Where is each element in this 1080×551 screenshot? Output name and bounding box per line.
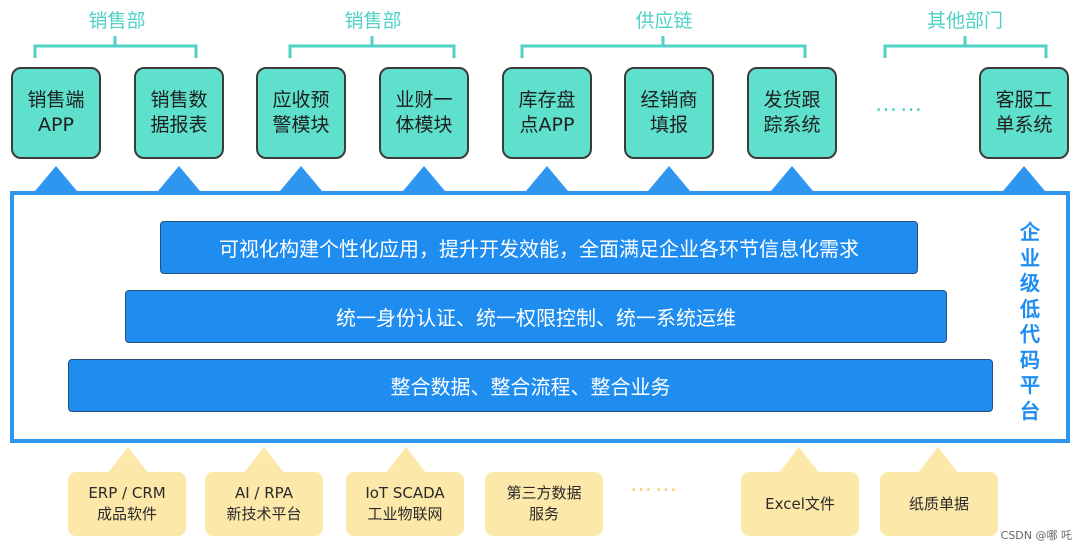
app-shipment-tracking: 发货跟 踪系统 [747, 67, 837, 159]
arrow-up [1003, 166, 1045, 191]
app-inventory-app: 库存盘 点APP [502, 67, 592, 159]
sources-ellipsis: …… [630, 472, 680, 497]
arrow-up [280, 166, 322, 191]
source-pointer [385, 447, 427, 474]
app-sales-app: 销售端 APP [11, 67, 101, 159]
source-pointers [107, 447, 959, 474]
department-brackets [33, 36, 1048, 58]
arrow-up [648, 166, 690, 191]
department-label-sales-2: 销售部 [344, 10, 402, 32]
source-ai-rpa: AI / RPA 新技术平台 [205, 472, 323, 536]
source-pointer [917, 447, 959, 474]
source-pointer [778, 447, 820, 474]
bracket-sales-1 [33, 36, 198, 58]
app-receivable-alert: 应收预 警模块 [256, 67, 346, 159]
department-label-other: 其他部门 [926, 10, 1003, 32]
platform-title: 企业级低代码平台 [1020, 220, 1040, 423]
platform-layer-visual-build: 可视化构建个性化应用，提升开发效能，全面满足企业各环节信息化需求 [160, 221, 918, 274]
source-paper-documents: 纸质单据 [880, 472, 998, 536]
arrow-up [771, 166, 813, 191]
source-excel: Excel文件 [741, 472, 859, 536]
watermark: CSDN @哪 吒 [1000, 529, 1072, 542]
source-pointer [243, 447, 285, 474]
up-arrows [35, 166, 1045, 191]
bracket-other [883, 36, 1048, 58]
source-erp-crm: ERP / CRM 成品软件 [68, 472, 186, 536]
bracket-supply [520, 36, 807, 58]
app-dealer-report: 经销商 填报 [624, 67, 714, 159]
source-iot-scada: IoT SCADA 工业物联网 [346, 472, 464, 536]
app-finance-integration: 业财一 体模块 [379, 67, 469, 159]
department-label-supply-chain: 供应链 [635, 10, 693, 32]
arrow-up [158, 166, 200, 191]
apps-ellipsis: …… [875, 92, 925, 117]
bracket-sales-2 [288, 36, 456, 58]
arrow-up [526, 166, 568, 191]
arrow-up [403, 166, 445, 191]
platform-layer-unified-identity: 统一身份认证、统一权限控制、统一系统运维 [125, 290, 947, 343]
app-service-ticket: 客服工 单系统 [979, 67, 1069, 159]
app-sales-report: 销售数 据报表 [134, 67, 224, 159]
department-label-sales-1: 销售部 [88, 10, 146, 32]
source-pointer [107, 447, 149, 474]
platform-layer-integration: 整合数据、整合流程、整合业务 [68, 359, 993, 412]
source-third-party-data: 第三方数据 服务 [485, 472, 603, 536]
arrow-up [35, 166, 77, 191]
